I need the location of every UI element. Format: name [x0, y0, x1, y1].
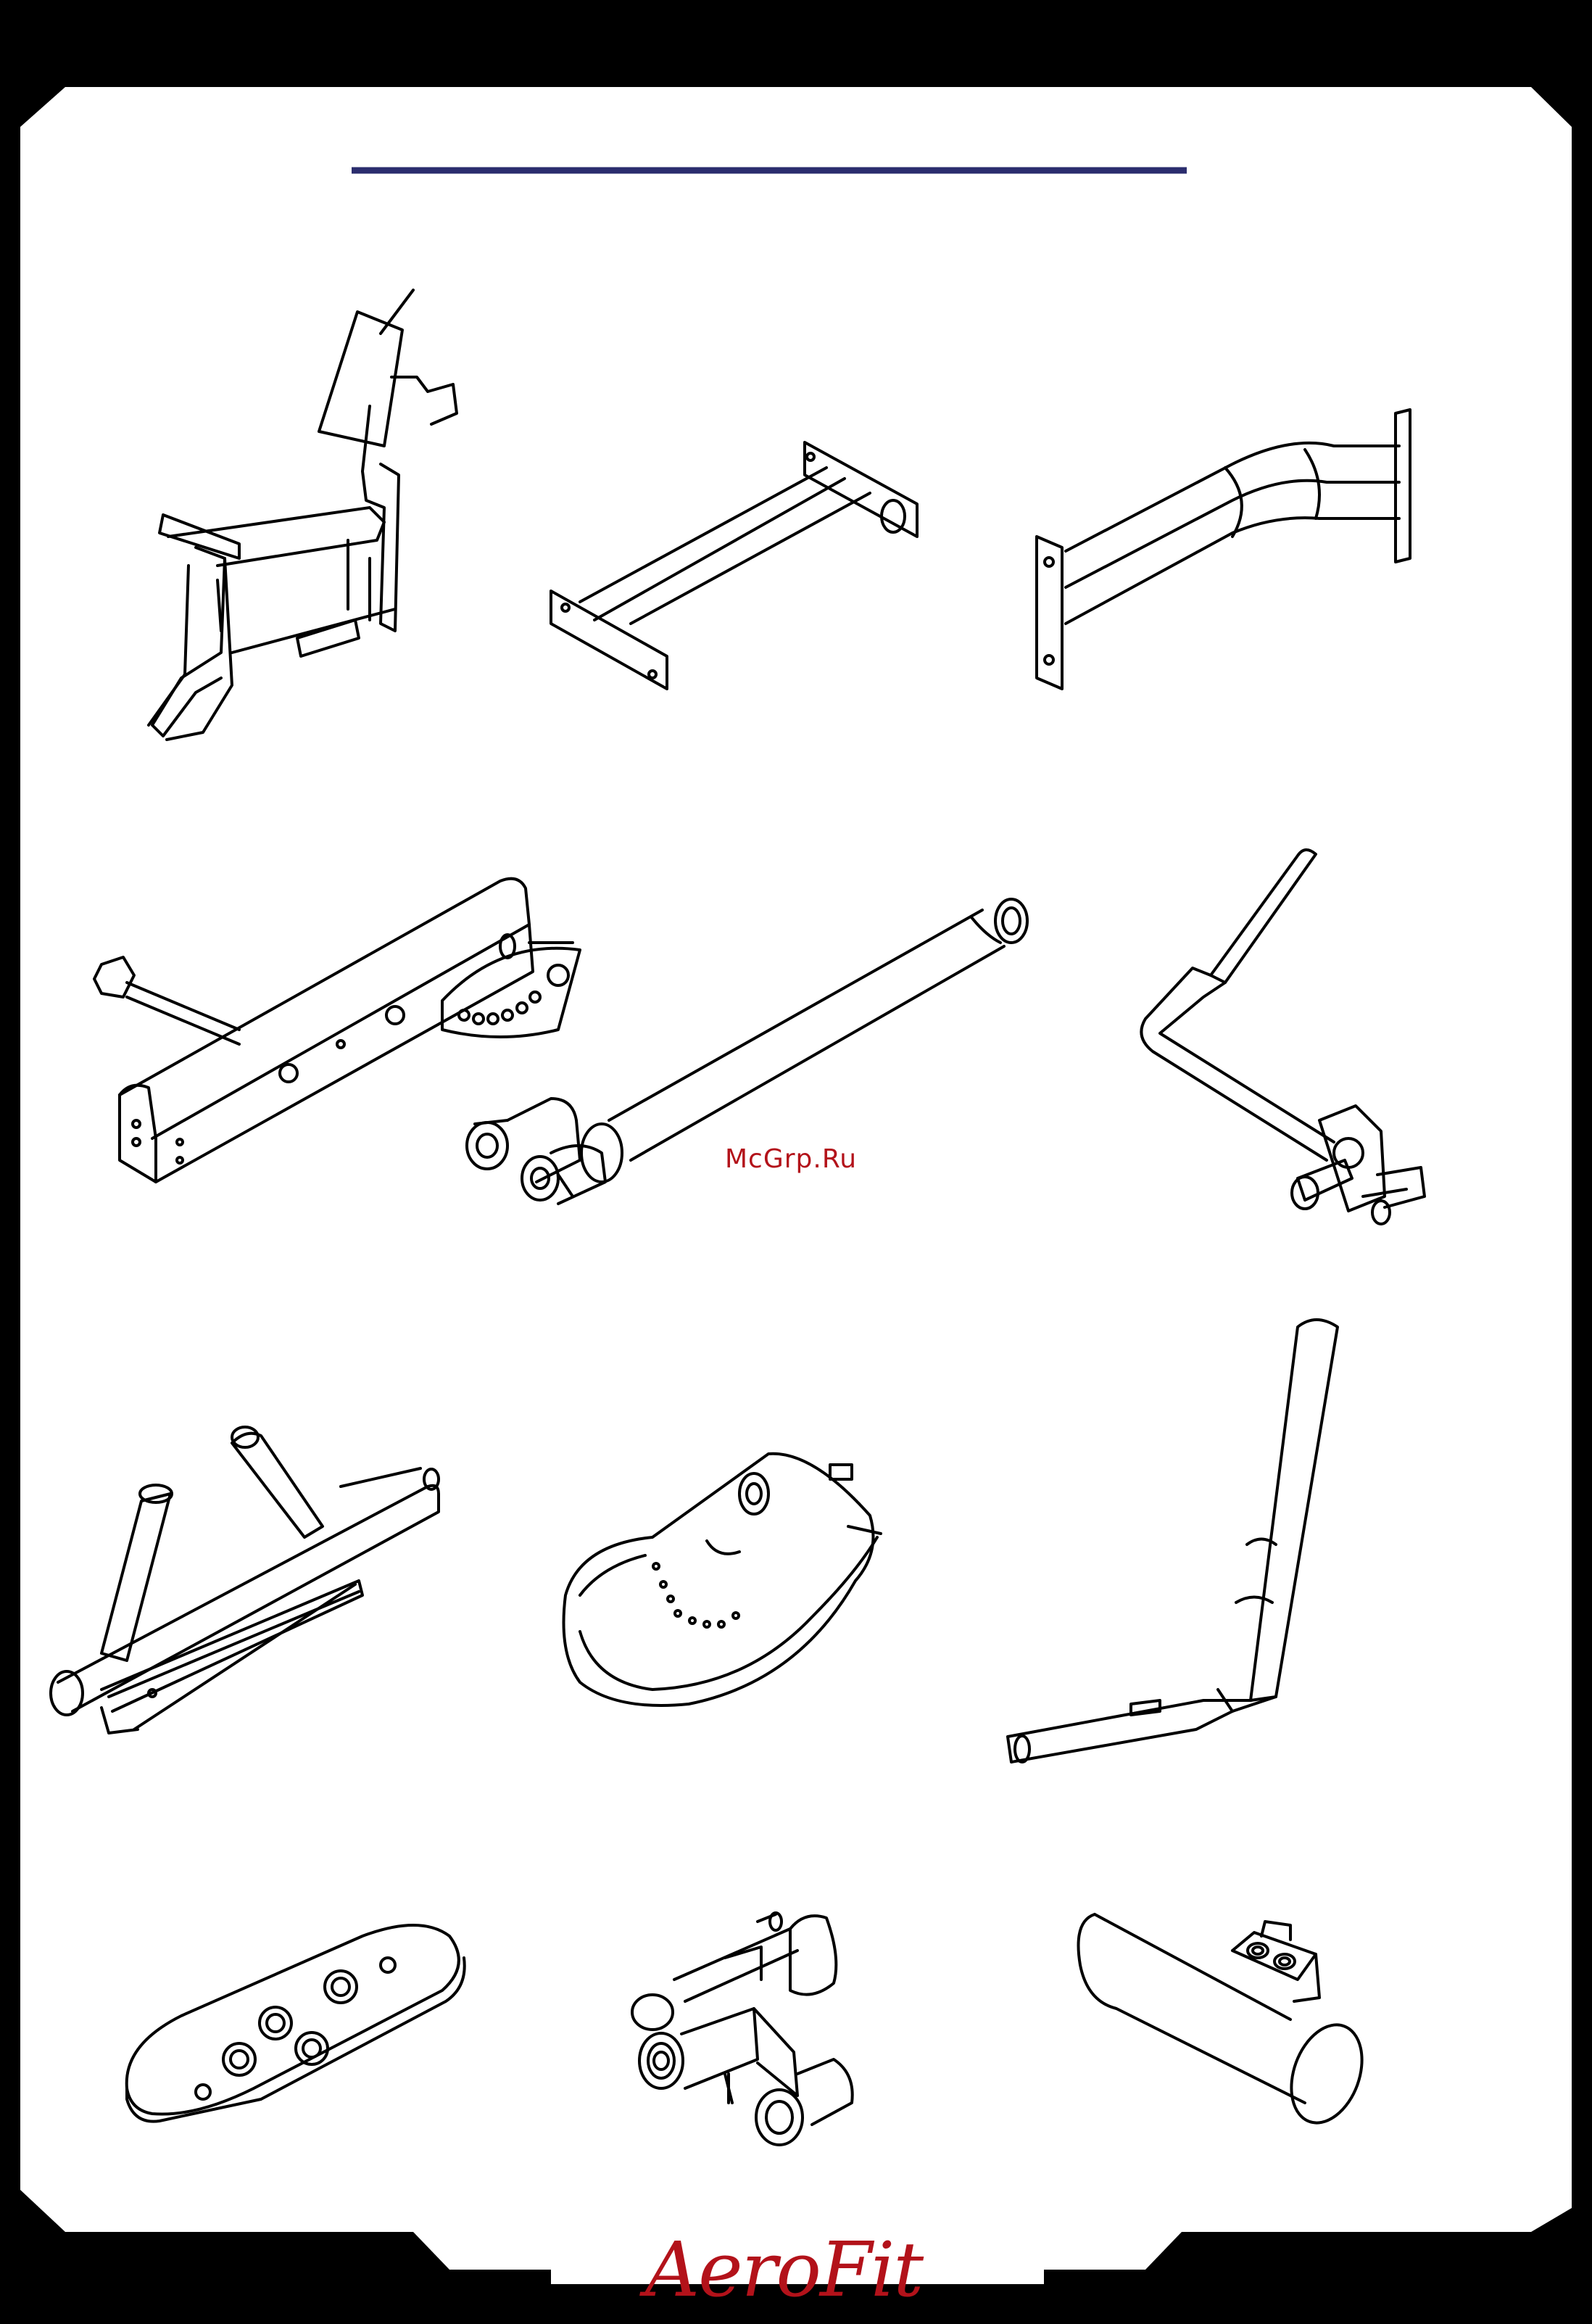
part-roller-assembly [632, 1913, 853, 2145]
part-seat-shell [564, 1454, 882, 1705]
part-handle-bracket [51, 1427, 439, 1733]
part-curved-arm [1037, 410, 1410, 689]
part-crossbar-tube [551, 442, 917, 689]
brand-logo: AeroFit [645, 2222, 979, 2324]
part-oval-plate [127, 1925, 465, 2122]
part-roller-pad [1079, 1914, 1375, 2133]
part-main-frame [149, 290, 457, 740]
part-crank-handle [1141, 850, 1425, 1224]
watermark-text: McGrp.Ru [725, 1144, 884, 1180]
part-long-bent-handle [1008, 1320, 1338, 1762]
